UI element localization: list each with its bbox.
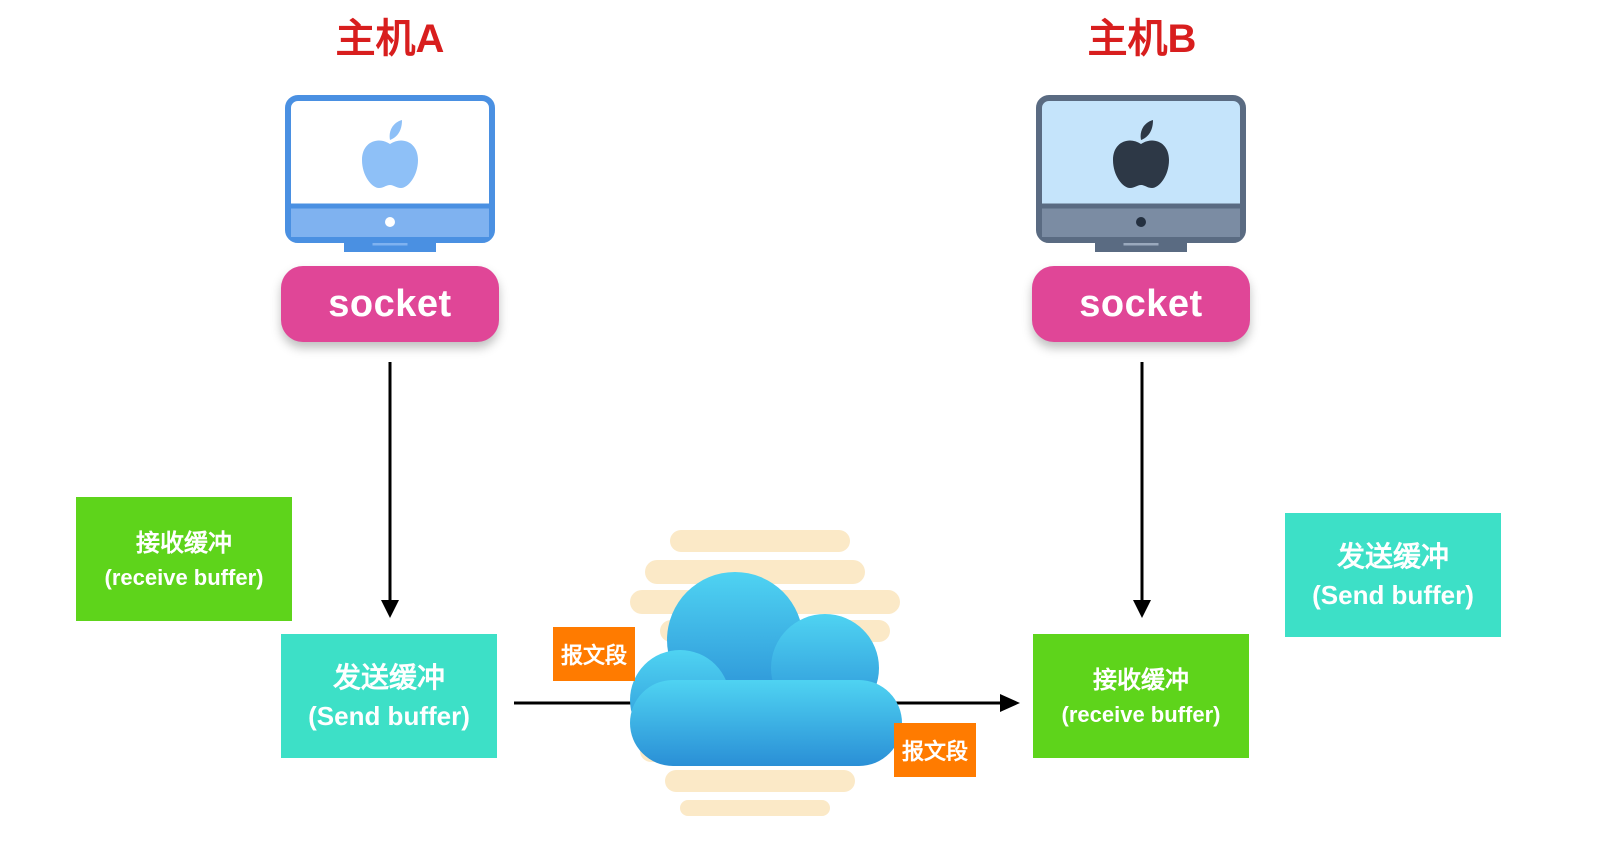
host-a-title: 主机A — [335, 17, 445, 61]
buffer-label-en: (Send buffer) — [308, 701, 470, 731]
host-a-socket: socket — [281, 266, 499, 342]
host-a-send-buffer: 发送缓冲 (Send buffer) — [281, 634, 497, 758]
apple-logo-icon — [1113, 120, 1169, 188]
host-b-receive-buffer: 接收缓冲 (receive buffer) — [1033, 634, 1249, 758]
buffer-label-en: (receive buffer) — [104, 565, 264, 590]
segment-label: 报文段 — [894, 723, 976, 777]
apple-logo-icon — [362, 120, 418, 188]
buffer-label-zh: 发送缓冲 — [332, 662, 445, 693]
host-b-send-buffer: 发送缓冲 (Send buffer) — [1285, 513, 1501, 637]
buffer-label-zh: 接收缓冲 — [136, 530, 232, 557]
buffer-label-en: (receive buffer) — [1061, 702, 1221, 727]
arrow-icon — [381, 600, 399, 618]
arrow-icon — [1000, 694, 1020, 712]
apple-monitor-icon — [285, 95, 495, 252]
arrow-icon — [1133, 600, 1151, 618]
buffer-label-zh: 接收缓冲 — [1093, 667, 1189, 694]
host-a-receive-buffer: 接收缓冲 (receive buffer) — [76, 497, 292, 621]
buffer-label-en: (Send buffer) — [1312, 580, 1474, 610]
buffer-label-zh: 发送缓冲 — [1336, 541, 1449, 572]
cloud-icon — [630, 572, 902, 766]
host-b-socket: socket — [1032, 266, 1250, 342]
segment-label: 报文段 — [553, 627, 635, 681]
host-b-title: 主机B — [1087, 17, 1197, 61]
apple-monitor-icon — [1036, 95, 1246, 252]
